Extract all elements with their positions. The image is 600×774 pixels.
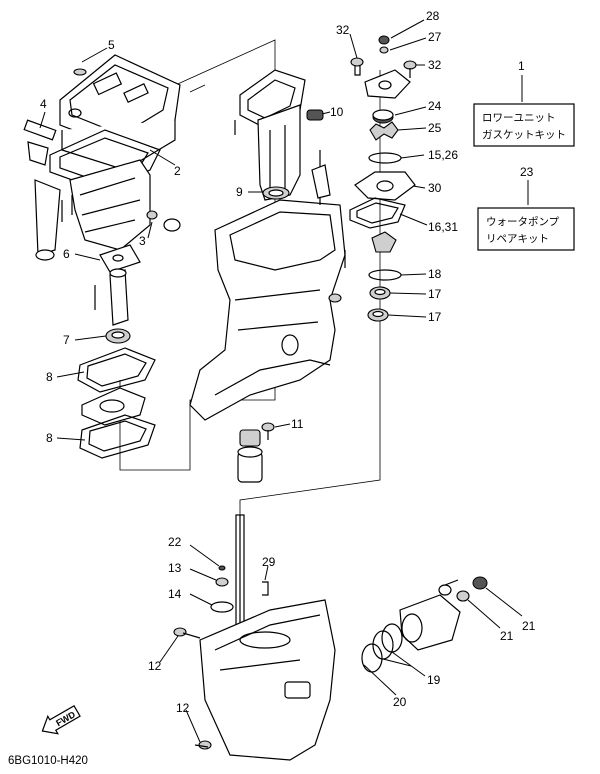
water-pump-assembly (349, 35, 417, 322)
kit-23-line1: ウォータポンプ (486, 216, 560, 228)
label-11: 11 (291, 417, 304, 431)
label-29: 29 (262, 555, 276, 569)
label-22: 22 (168, 535, 182, 549)
kit-1-line2: ガスケットキット (482, 129, 566, 141)
label-17b: 17 (428, 310, 442, 324)
label-28: 28 (426, 9, 440, 23)
label-30: 30 (428, 181, 442, 195)
label-16-31: 16,31 (428, 220, 458, 234)
lower-gear-case-assembly (173, 514, 488, 761)
label-19: 19 (427, 673, 441, 687)
part-labels: 5 4 2 3 6 7 8 8 9 10 11 32 28 27 32 24 2… (40, 9, 536, 715)
kit-1-box (473, 103, 575, 147)
kit-1-number: 1 (518, 59, 525, 73)
label-15-26: 15,26 (428, 148, 458, 162)
label-8a: 8 (46, 370, 53, 384)
label-32b: 32 (428, 58, 442, 72)
label-12a: 12 (148, 659, 162, 673)
label-14: 14 (168, 587, 182, 601)
leader-lines (39, 19, 529, 743)
label-27: 27 (428, 30, 442, 44)
kit-1-line1: ロワーユニット (482, 112, 556, 124)
label-8b: 8 (46, 431, 53, 445)
kit-23-box (477, 207, 575, 251)
label-7: 7 (63, 333, 70, 347)
label-3: 3 (139, 234, 146, 248)
label-17a: 17 (428, 287, 442, 301)
label-20: 20 (393, 695, 407, 709)
label-4: 4 (40, 97, 47, 111)
label-25: 25 (428, 121, 442, 135)
fwd-arrow-icon: FWD (41, 704, 81, 735)
diagram-code: 6BG1010-H420 (8, 755, 88, 767)
label-9: 9 (236, 185, 243, 199)
kit-23-line2: リペアキット (486, 233, 549, 245)
label-13: 13 (168, 561, 182, 575)
label-21a: 21 (500, 629, 514, 643)
label-6: 6 (63, 247, 70, 261)
label-10: 10 (330, 105, 344, 119)
label-24: 24 (428, 99, 442, 113)
drive-shaft-housing (189, 69, 346, 483)
label-5: 5 (108, 38, 115, 52)
label-18: 18 (428, 267, 442, 281)
label-12b: 12 (176, 701, 190, 715)
kit-callouts: 1 ロワーユニット ガスケットキット 23 ウォータポンプ リペアキット (473, 59, 575, 251)
kit-23-number: 23 (520, 165, 534, 179)
label-32a: 32 (336, 23, 350, 37)
upper-casing-assembly (23, 54, 181, 459)
label-2: 2 (174, 164, 181, 178)
label-21b: 21 (522, 619, 536, 633)
